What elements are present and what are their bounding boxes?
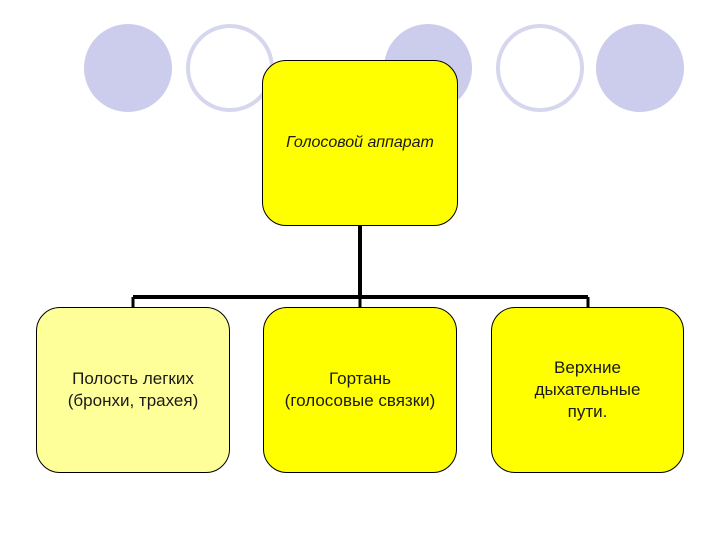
root-label: Голосовой аппарат: [286, 133, 434, 151]
decor-ring-2: [496, 24, 584, 112]
decor-circle-1: [84, 24, 172, 112]
decor-ring-1: [186, 24, 274, 112]
child-label-lungs: Полость легких (бронхи, трахея): [67, 368, 199, 410]
child-label-upper-airways: Верхние дыхательные пути.: [534, 357, 641, 422]
child-node-upper-airways: Верхние дыхательные пути.: [491, 307, 684, 473]
child-label-larynx: Гортань (голосовые связки): [284, 368, 436, 410]
child-node-lungs: Полость легких (бронхи, трахея): [36, 307, 230, 473]
child-node-larynx: Гортань (голосовые связки): [263, 307, 457, 473]
decor-circle-3: [596, 24, 684, 112]
root-node: Голосовой аппарат: [262, 60, 458, 226]
